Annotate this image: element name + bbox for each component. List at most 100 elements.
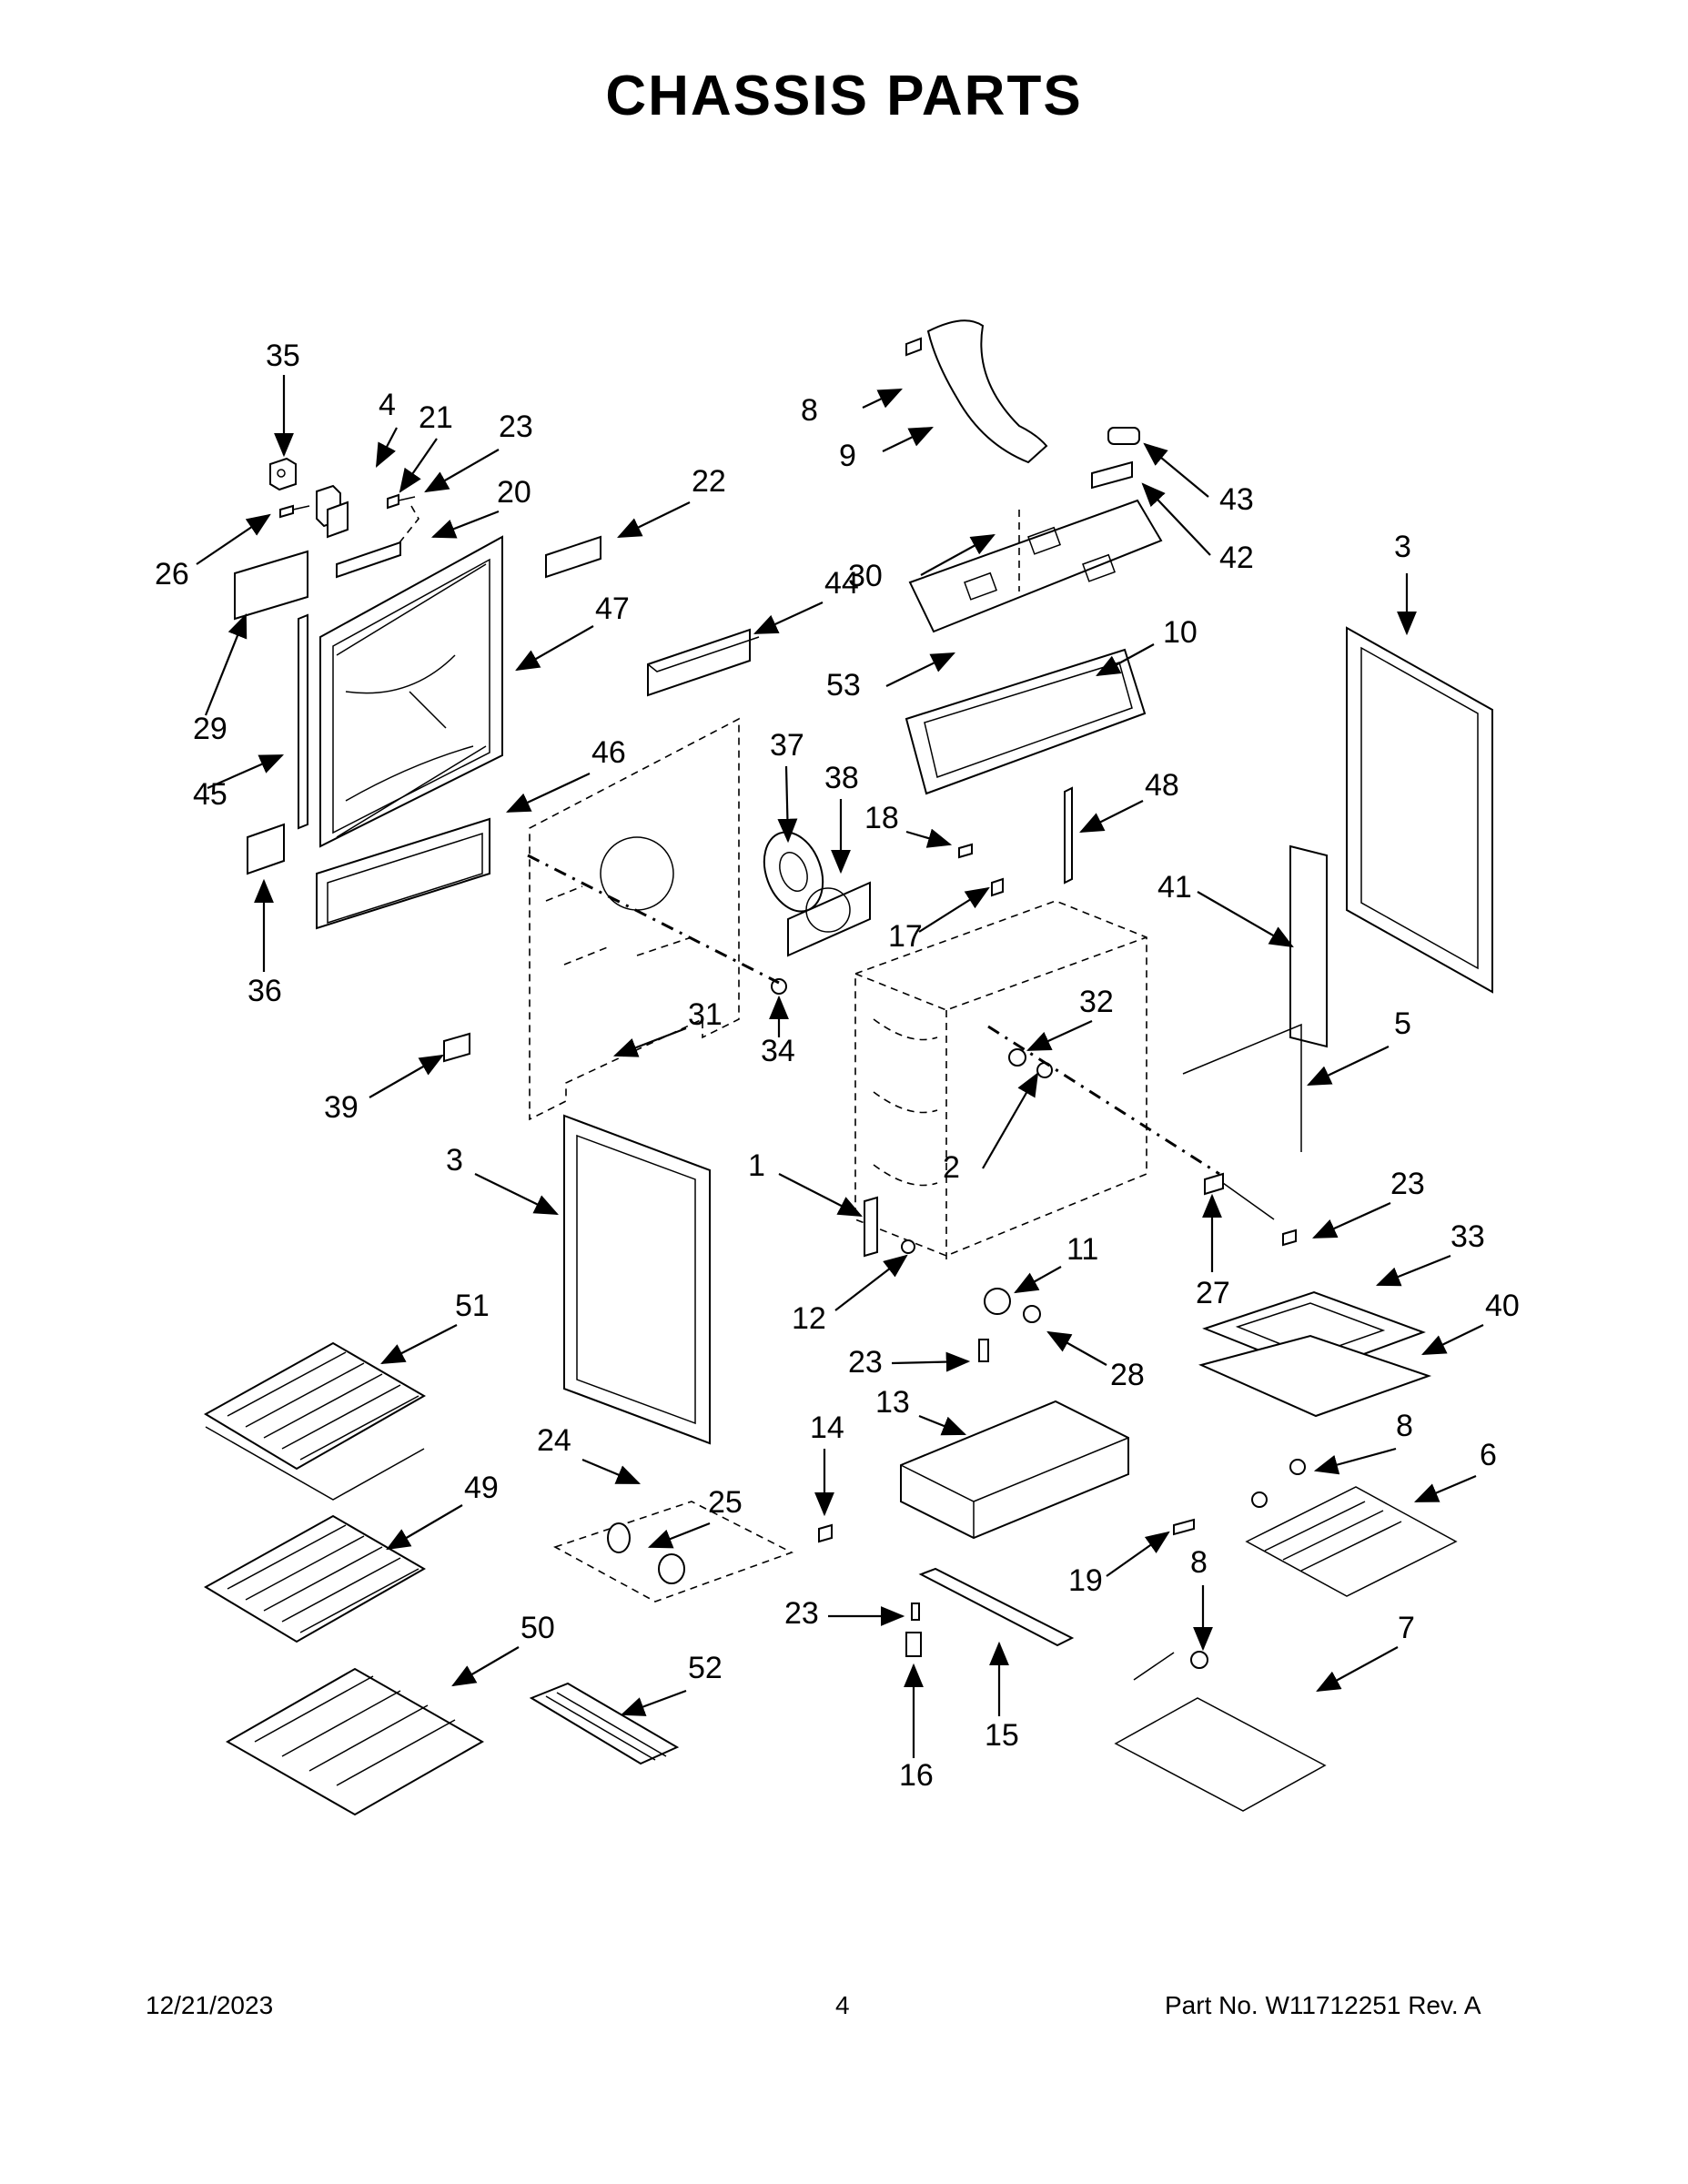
callout-10: 10 [1163,615,1198,650]
leader-arrow-10 [207,753,285,790]
leader-arrow-34 [778,1173,863,1218]
part-15-bracket [918,1567,1075,1647]
callout-20: 20 [497,475,531,510]
callout-22: 22 [692,464,726,499]
part-23-screw-right [1282,1228,1297,1247]
leader-arrow-7 [617,501,691,538]
callout-4: 4 [379,388,396,422]
callout-30: 30 [848,559,883,593]
callout-46: 46 [591,735,626,770]
part-52-vent [529,1682,680,1765]
leader-arrow-2 [375,427,398,468]
leader-arrow-56 [620,1689,687,1716]
part-47-panel [319,535,503,848]
callout-37: 37 [770,728,804,763]
callout-32: 32 [1079,985,1114,1019]
callout-8: 8 [801,393,818,428]
callout-53: 53 [826,668,861,703]
part-33-40-cover [1198,1290,1432,1418]
leader-arrow-5 [430,510,500,539]
callout-12: 12 [792,1301,826,1336]
oven-cavity [854,900,1147,1265]
callout-51: 51 [455,1289,490,1323]
leader-arrow-47 [581,1458,642,1485]
leader-arrow-18 [920,533,996,576]
callout-39: 39 [324,1090,359,1125]
leader-arrow-43 [891,1351,971,1372]
callout-45: 45 [193,777,227,812]
callout-42: 42 [1219,541,1254,575]
leader-arrow-45 [918,1414,967,1436]
callout-19: 19 [1068,1563,1103,1598]
leader-arrow-31 [1307,1046,1390,1086]
leader-arrow-16 [1143,442,1209,498]
part-20-bracket [336,541,401,579]
leader-arrow-57 [1316,1646,1399,1693]
callout-41: 41 [1157,870,1192,905]
callout-36: 36 [248,974,282,1008]
leader-arrow-38 [1014,1266,1062,1294]
part-7-element [1114,1651,1327,1812]
part-32-fitting [1008,1048,1026,1067]
callout-3: 3 [1394,530,1411,564]
callout-14: 14 [810,1410,844,1445]
leader-arrow-24 [905,828,953,848]
part-9-duct [926,319,1048,464]
callout-9: 9 [839,439,856,473]
leader-arrow-26 [918,886,990,933]
part-5-seal [1182,1023,1302,1152]
callout-23: 23 [499,410,533,444]
callout-25: 25 [708,1485,743,1520]
part-31-back-frame [529,717,740,1121]
part-34-screw [771,978,787,995]
leader-arrow-12 [506,773,591,813]
page-title: CHASSIS PARTS [605,65,1083,127]
part-26-screw [279,504,310,519]
part-3-frame-left [563,1114,711,1445]
callout-6: 6 [1480,1438,1497,1472]
callout-13: 13 [875,1385,910,1420]
leader-arrow-27 [1197,891,1294,948]
callout-31: 31 [688,997,723,1032]
part-13-box [900,1400,1129,1540]
part-28-fitting [1023,1305,1041,1323]
part-22-plate [545,535,601,579]
part-3-frame-right [1346,626,1493,994]
part-14-clip [818,1523,833,1543]
callout-38: 38 [824,761,859,795]
part-35-hinge-bracket [269,457,297,491]
callout-17: 17 [888,919,923,954]
part-6-element [1245,1486,1458,1597]
callout-24: 24 [537,1423,571,1458]
leader-arrow-40 [834,1254,908,1311]
callout-5: 5 [1394,1006,1411,1041]
part-38-fan-motor [787,881,871,957]
leader-arrow-44 [1046,1330,1107,1366]
part-46-cover [316,817,490,930]
callout-44: 44 [824,566,859,601]
part-10-tray [905,648,1147,795]
callout-16: 16 [899,1758,934,1793]
leader-arrow-36 [1311,1201,1391,1239]
callout-labels: 35 4 21 23 20 26 22 29 47 45 36 46 44 8 … [155,339,1520,1793]
part-39-bracket [443,1032,470,1063]
part-23-screw-lower [911,1603,920,1621]
callout-8b: 8 [1396,1409,1413,1443]
part-19-clip [1173,1518,1195,1536]
leader-arrow-20 [1096,643,1155,677]
callout-43: 43 [1219,482,1254,517]
leader-arrow-41 [1421,1324,1484,1355]
part-42-bracket [1091,460,1133,490]
callout-29: 29 [193,712,227,746]
leader-arrow-37 [1375,1254,1451,1287]
leader-arrow-13 [753,602,824,634]
part-23-screw-center [978,1339,989,1362]
callout-21: 21 [419,400,453,435]
callout-27: 27 [1196,1276,1230,1310]
part-48-strip [1064,786,1073,885]
callout-35: 35 [266,339,300,373]
part-12-screw [901,1239,915,1254]
leader-arrow-3 [399,438,438,493]
callout-34: 34 [761,1034,795,1068]
